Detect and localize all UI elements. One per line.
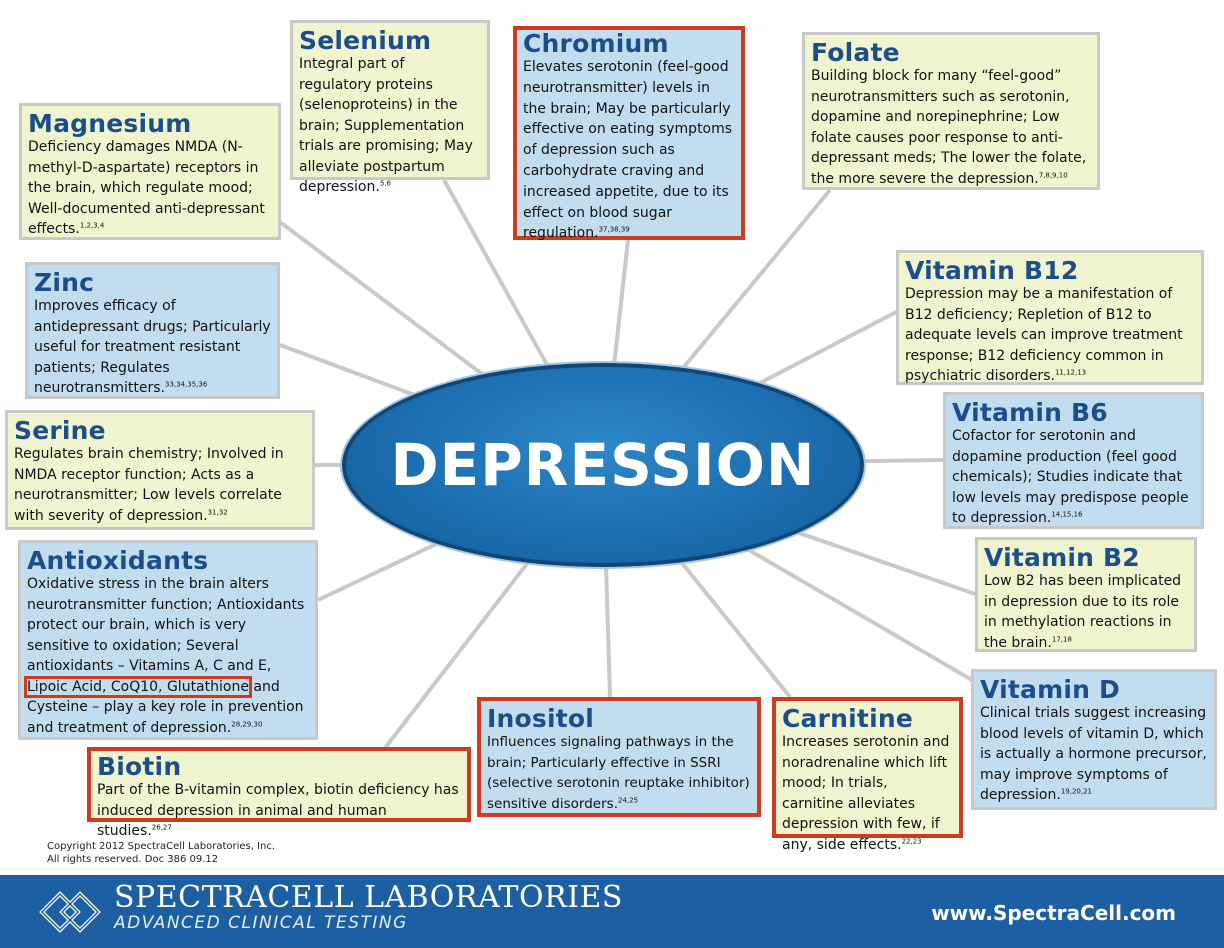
folate-box: Folate Building block for many “feel-goo… <box>802 32 1100 190</box>
serine-box: Serine Regulates brain chemistry; Involv… <box>5 410 315 530</box>
depression-ellipse: DEPRESSION <box>342 363 864 567</box>
spectracell-logo-icon <box>39 891 101 933</box>
serine-text: Regulates brain chemistry; Involved in N… <box>14 446 284 524</box>
brand-tagline: ADVANCED CLINICAL TESTING <box>114 913 408 933</box>
zinc-title: Zinc <box>34 268 95 297</box>
website-link[interactable]: www.SpectraCell.com <box>931 901 1176 925</box>
zinc-text: Improves efficacy of antidepressant drug… <box>34 298 271 396</box>
copyright-notice: Copyright 2012 SpectraCell Laboratories,… <box>47 840 275 866</box>
copyright-line-1: Copyright 2012 SpectraCell Laboratories,… <box>47 841 276 852</box>
zinc-box: Zinc Improves efficacy of antidepressant… <box>25 262 280 399</box>
magnesium-title: Magnesium <box>28 109 192 138</box>
footer-bar: SPECTRACELL LABORATORIES ADVANCED CLINIC… <box>0 875 1224 948</box>
vitamin-d-title: Vitamin D <box>980 675 1120 704</box>
inositol-box: Inositol Influences signaling pathways i… <box>477 697 761 817</box>
biotin-box: Biotin Part of the B-vitamin complex, bi… <box>87 747 471 839</box>
antioxidants-highlight: Lipoic Acid, CoQ10, Glutathione <box>24 675 252 698</box>
vitamin-b2-title: Vitamin B2 <box>984 543 1140 572</box>
chromium-title: Chromium <box>523 29 669 58</box>
vitamin-b2-box: Vitamin B2 Low B2 has been implicated in… <box>975 537 1197 652</box>
carnitine-text: Increases serotonin and noradrenaline wh… <box>782 734 950 853</box>
vitamin-d-text: Clinical trials suggest increasing blood… <box>980 705 1207 803</box>
antioxidants-box: Antioxidants Oxidative stress in the bra… <box>18 540 318 740</box>
inositol-text: Influences signaling pathways in the bra… <box>487 734 750 812</box>
vitamin-b12-box: Vitamin B12 Depression may be a manifest… <box>896 250 1204 385</box>
folate-text: Building block for many “feel-good” neur… <box>811 68 1087 187</box>
selenium-box: Selenium Integral part of regulatory pro… <box>290 20 490 195</box>
magnesium-text: Deficiency damages NMDA (N-methyl-D-aspa… <box>28 139 265 237</box>
vitamin-b6-text: Cofactor for serotonin and dopamine prod… <box>952 428 1189 526</box>
vitamin-b12-text: Depression may be a manifestation of B12… <box>905 286 1183 384</box>
vitamin-d-box: Vitamin D Clinical trials suggest increa… <box>971 669 1217 810</box>
vitamin-b12-title: Vitamin B12 <box>905 256 1079 285</box>
selenium-text: Integral part of regulatory proteins (se… <box>299 56 473 195</box>
antioxidants-text: Oxidative stress in the brain alters neu… <box>24 576 305 736</box>
carnitine-title: Carnitine <box>782 704 913 733</box>
biotin-text: Part of the B-vitamin complex, biotin de… <box>97 782 459 839</box>
brand-name: SPECTRACELL LABORATORIES <box>114 880 623 915</box>
chromium-text: Elevates serotonin (feel-good neurotrans… <box>523 59 733 242</box>
chromium-box: Chromium Elevates serotonin (feel-good n… <box>513 26 745 241</box>
selenium-title: Selenium <box>299 26 432 55</box>
inositol-title: Inositol <box>487 704 595 733</box>
depression-title: DEPRESSION <box>390 431 816 499</box>
folate-title: Folate <box>811 38 900 67</box>
vitamin-b2-text: Low B2 has been implicated in depression… <box>984 573 1182 651</box>
vitamin-b6-title: Vitamin B6 <box>952 398 1108 427</box>
biotin-title: Biotin <box>97 752 182 781</box>
serine-title: Serine <box>14 416 106 445</box>
magnesium-box: Magnesium Deficiency damages NMDA (N-met… <box>19 103 281 240</box>
copyright-line-2: All rights reserved. Doc 386 09.12 <box>47 854 219 865</box>
vitamin-b6-box: Vitamin B6 Cofactor for serotonin and do… <box>943 392 1204 529</box>
antioxidants-title: Antioxidants <box>27 546 209 575</box>
carnitine-box: Carnitine Increases serotonin and noradr… <box>772 697 963 853</box>
